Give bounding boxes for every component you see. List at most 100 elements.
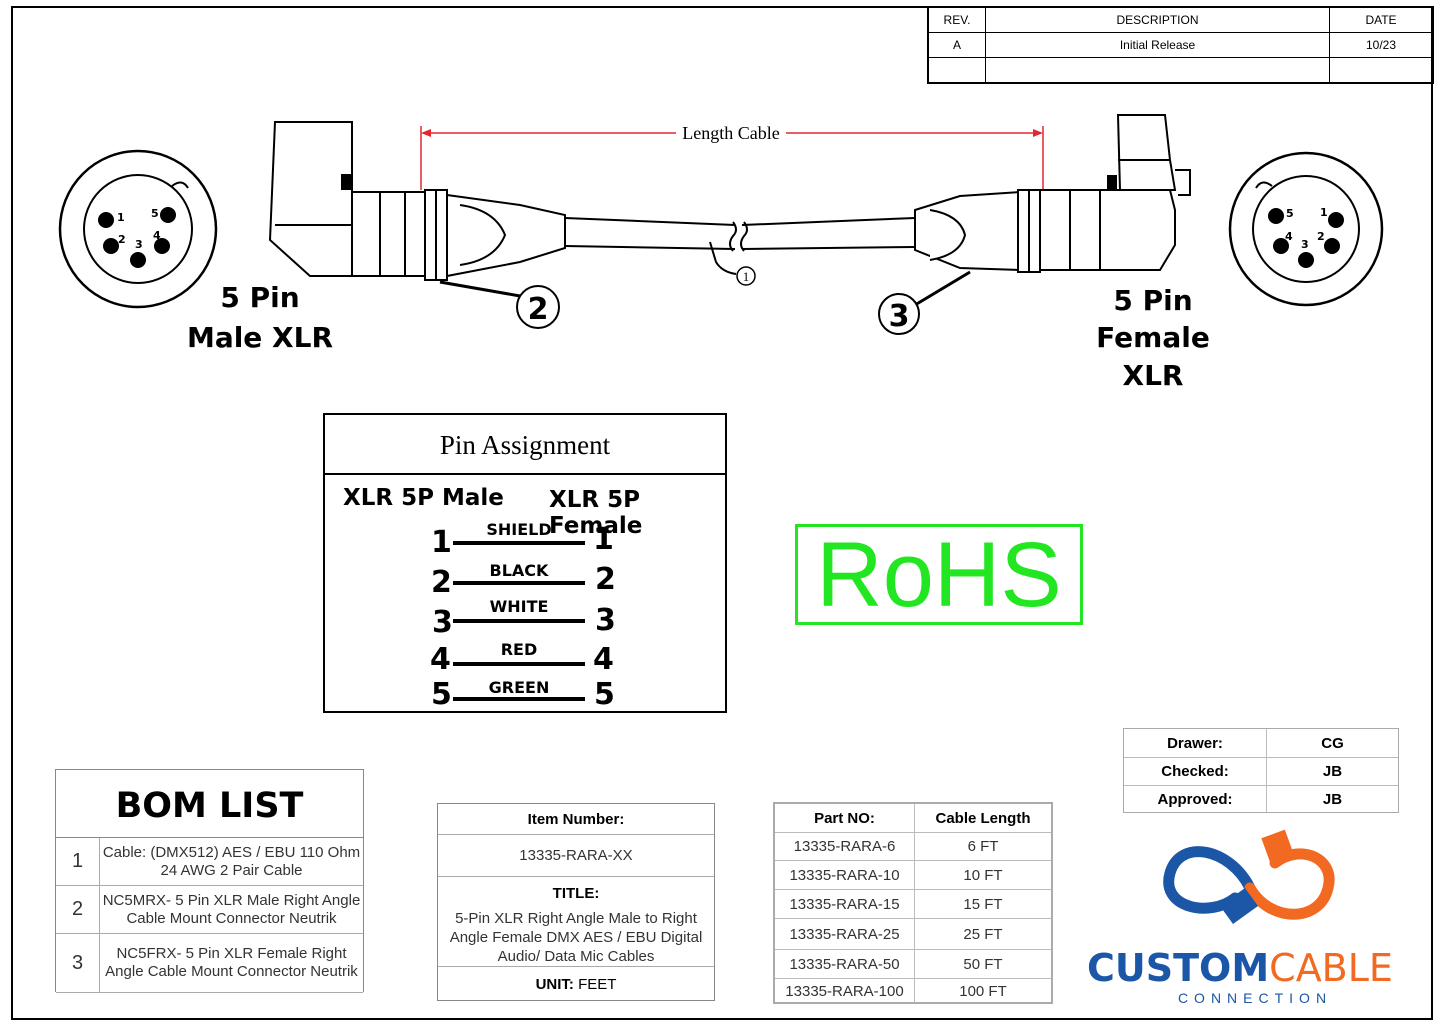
wire-label: BLACK	[489, 561, 549, 580]
wire-label: GREEN	[488, 678, 550, 697]
wire-line	[453, 619, 585, 623]
bom-row-description: Cable: (DMX512) AES / EBU 110 Ohm 24 AWG…	[102, 843, 361, 879]
cable-drawing: Length Cable 1 2 3 4 5 2	[58, 114, 1384, 335]
part-no: 13335-RARA-6	[775, 833, 915, 860]
description-header: DESCRIPTION	[985, 6, 1330, 33]
date-value: 10/23	[1329, 32, 1434, 58]
female-pin-4: 4	[1285, 230, 1293, 243]
bom-list: BOM LIST 1 Cable: (DMX512) AES / EBU 110…	[55, 769, 364, 993]
cable-length-header: Cable Length	[935, 809, 1031, 827]
male-pin-4: 4	[153, 229, 161, 242]
bom-row-description: NC5FRX- 5 Pin XLR Female Right Angle Cab…	[105, 945, 358, 980]
female-header: XLR 5P Female	[549, 487, 643, 539]
approval-value: CG	[1321, 734, 1344, 752]
cable-length: 100 FT	[959, 982, 1007, 1000]
male-pin-3: 3	[135, 238, 143, 251]
unit-label: UNIT:	[535, 976, 574, 993]
item-number-value: 13335-RARA-XX	[438, 835, 714, 877]
female-pin-num: 2	[595, 562, 616, 597]
rev-header: REV.	[927, 6, 986, 33]
approval-row: Drawer: CG	[1124, 729, 1398, 758]
female-pin-5: 5	[1286, 207, 1294, 220]
approval-row: Approved: JB	[1124, 785, 1398, 813]
unit-row: UNIT: FEET	[438, 968, 714, 1001]
logo-wordmark: CUSTOMCABLE	[1087, 946, 1393, 990]
approval-row: Checked: JB	[1124, 757, 1398, 786]
male-pin-num: 5	[431, 677, 452, 712]
male-header: XLR 5P Male	[343, 485, 504, 511]
male-pin-num: 3	[432, 605, 453, 640]
cable	[564, 217, 916, 275]
male-pin-num: 4	[430, 642, 451, 677]
approval-table: Drawer: CG Checked: JB Approved: JB	[1123, 728, 1399, 813]
part-no-header: Part NO:	[775, 804, 915, 832]
female-pin-num: 5	[594, 677, 615, 712]
rohs-badge: RoHS	[795, 524, 1083, 625]
bom-row-number: 2	[56, 886, 100, 933]
female-connector-body	[914, 114, 1191, 273]
cable-length: 6 FT	[967, 838, 999, 855]
male-pin-1: 1	[117, 211, 125, 224]
title-label: TITLE:	[552, 884, 600, 902]
approval-value: JB	[1322, 762, 1343, 780]
part-row: 13335-RARA-50 50 FT	[775, 950, 1051, 979]
approval-label: Drawer:	[1124, 729, 1267, 757]
drawing-frame	[11, 6, 1433, 1020]
rev-value: A	[927, 32, 986, 58]
unit-value: FEET	[578, 976, 617, 993]
part-no: 13335-RARA-100	[775, 979, 915, 1003]
callout-1-circle	[736, 266, 756, 286]
title-value: 5-Pin XLR Right Angle Male to Right Angl…	[438, 909, 714, 967]
bom-row: 3 NC5FRX- 5 Pin XLR Female Right Angle C…	[56, 934, 363, 993]
cable-length: 10 FT	[963, 866, 1003, 884]
part-row: 13335-RARA-25 25 FT	[775, 919, 1051, 950]
bom-row-number: 1	[56, 838, 100, 885]
female-pin-num: 4	[593, 642, 614, 677]
logo-word-cable: CABLE	[1269, 946, 1393, 990]
bom-row: 1 Cable: (DMX512) AES / EBU 110 Ohm 24 A…	[56, 838, 363, 886]
cable-length: 50 FT	[963, 955, 1003, 973]
revision-table: REV. DESCRIPTION DATE A Initial Release …	[927, 6, 1434, 84]
bom-row-description: NC5MRX- 5 Pin XLR Male Right Angle Cable…	[102, 891, 361, 927]
wire-line	[453, 541, 585, 545]
wire-label: WHITE	[489, 597, 549, 616]
approval-value: JB	[1322, 790, 1343, 808]
part-no: 13335-RARA-50	[775, 950, 915, 978]
part-row: 13335-RARA-100 100 FT	[775, 979, 1051, 1003]
approval-label: Checked:	[1124, 757, 1267, 785]
date-header: DATE	[1329, 6, 1434, 33]
part-header-row: Part NO: Cable Length	[775, 804, 1051, 833]
part-row: 13335-RARA-6 6 FT	[775, 833, 1051, 861]
cable-length: 15 FT	[963, 895, 1003, 913]
male-connector-face	[58, 149, 218, 309]
item-number-label: Item Number:	[438, 804, 714, 835]
logo-word-connection: CONNECTION	[1177, 990, 1333, 1006]
pin-assignment-box: Pin Assignment XLR 5P Male XLR 5P Female…	[323, 413, 727, 713]
part-no: 13335-RARA-15	[775, 890, 915, 918]
callout-3-circle	[878, 293, 920, 335]
male-pin-num: 1	[431, 525, 452, 560]
bom-row: 2 NC5MRX- 5 Pin XLR Male Right Angle Cab…	[56, 886, 363, 934]
wire-line	[453, 581, 585, 585]
callout-3: 3	[889, 299, 910, 334]
bom-title: BOM LIST	[56, 770, 363, 838]
length-dimension	[420, 126, 1044, 190]
empty-cell	[985, 57, 1330, 84]
male-connector-body	[268, 121, 566, 281]
empty-cell	[1329, 57, 1434, 84]
logo-word-custom: CUSTOM	[1087, 946, 1270, 990]
length-label: Length Cable	[682, 123, 779, 143]
part-no: 13335-RARA-25	[775, 919, 915, 949]
bom-row-number: 3	[56, 934, 100, 992]
female-pin-num: 3	[595, 603, 616, 638]
wire-label: SHIELD	[486, 520, 552, 539]
callout-2: 2	[528, 292, 549, 327]
part-row: 13335-RARA-15 15 FT	[775, 890, 1051, 919]
approval-label: Approved:	[1124, 785, 1267, 813]
male-pin-5: 5	[151, 207, 159, 220]
description-value: Initial Release	[985, 32, 1330, 58]
female-pin-1: 1	[1320, 206, 1328, 219]
wire-label: RED	[500, 640, 538, 659]
item-table: Item Number: 13335-RARA-XX TITLE: 5-Pin …	[437, 803, 715, 1001]
pin-assignment-title: Pin Assignment	[325, 415, 725, 475]
